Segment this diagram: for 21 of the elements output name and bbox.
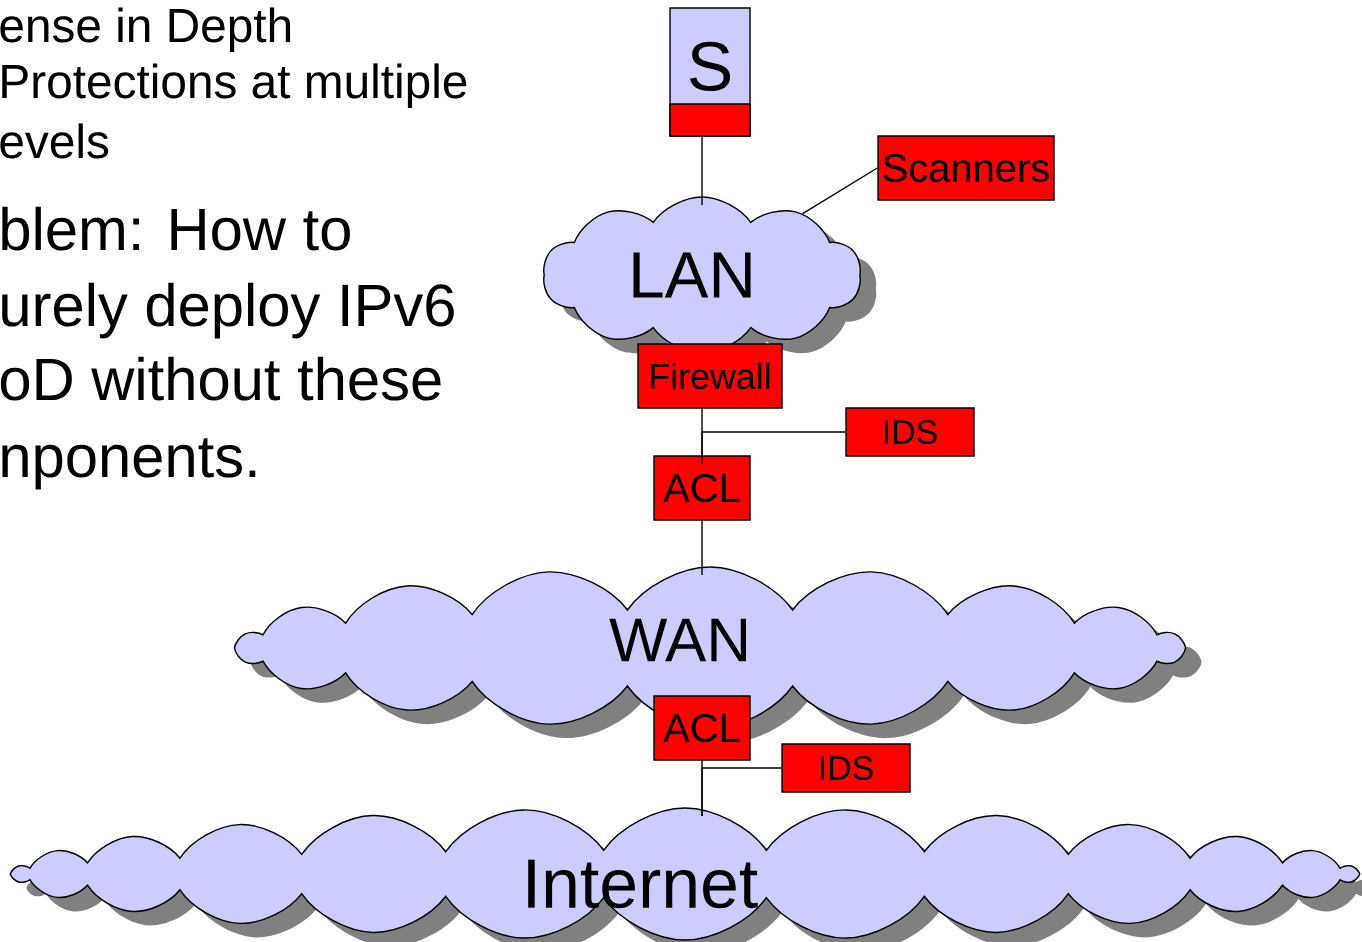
slide-text: nponents.	[2, 438, 256, 490]
connector-line	[701, 431, 847, 457]
component-box: Scanners	[877, 135, 1055, 201]
component-box: Firewall	[637, 343, 783, 409]
connector-line	[701, 407, 703, 465]
component-box: IDS	[781, 743, 911, 793]
component-box: ACL	[653, 455, 751, 521]
connector-line	[801, 167, 879, 215]
network-cloud: Internet	[9, 807, 1362, 942]
server-box: S	[669, 7, 751, 137]
connector-line	[701, 767, 783, 817]
slide-text: blem: How to	[2, 206, 350, 251]
slide-text: Protections at multiple	[2, 63, 467, 108]
slide-text: urely deploy IPv6	[2, 282, 454, 339]
slide-text: oD without these	[0, 356, 441, 401]
slide-text: ense in Depth	[0, 7, 291, 52]
component-box: IDS	[845, 407, 975, 457]
slide-text: evels	[0, 123, 109, 159]
connector-line	[701, 519, 703, 576]
component-box: ACL	[653, 695, 751, 761]
connector-line	[701, 135, 703, 206]
